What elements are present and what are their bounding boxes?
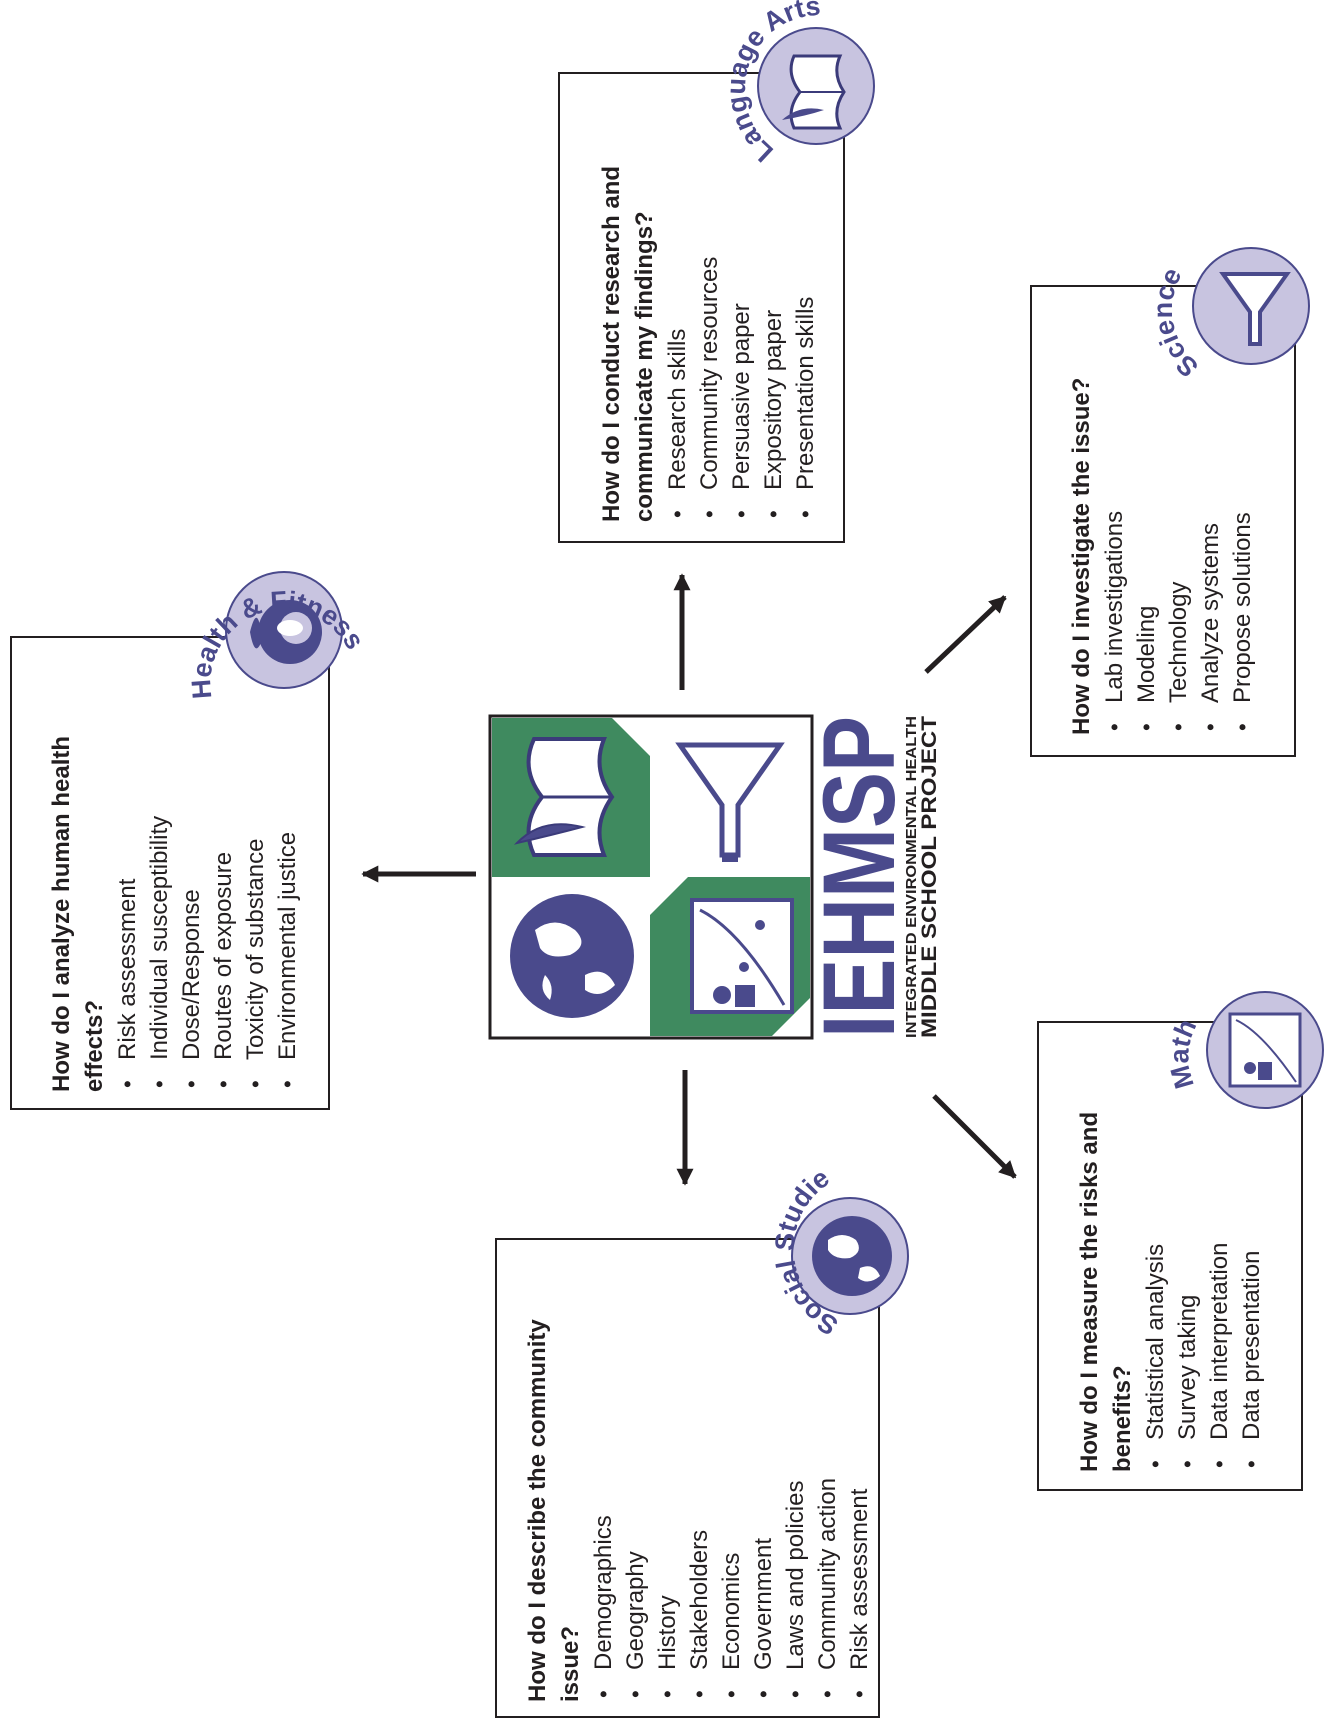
science-badge: Science <box>1148 247 1310 383</box>
health-fitness-badge: Health & Fitness <box>186 571 370 700</box>
arrow-to-science <box>924 595 1007 674</box>
logo-acronym: IEHMSP <box>802 716 916 1038</box>
math-badge: Math <box>1164 991 1324 1109</box>
social-studies-badge: Social Studies <box>0 0 909 1341</box>
logo-subtitle-line2: MIDDLE SCHOOL PROJECT <box>918 716 941 1038</box>
globe-icon <box>812 1216 892 1296</box>
arrow-to-math <box>932 1094 1017 1179</box>
flask-icon <box>1219 272 1291 346</box>
iehmsp-wordmark: IEHMSP INTEGRATED ENVIRONMENTAL HEALTH M… <box>802 716 941 1038</box>
logo-globe-icon <box>510 894 634 1018</box>
language-arts-badge: Language Arts <box>721 0 875 168</box>
math-label: Math <box>1164 1015 1202 1092</box>
chart-icon <box>1228 1012 1302 1088</box>
apple-icon <box>250 600 322 664</box>
logo-math-icon <box>690 898 794 1014</box>
book-icon <box>782 54 846 130</box>
center-logo <box>488 714 814 1040</box>
logo-subtitle-line1: INTEGRATED ENVIRONMENTAL HEALTH <box>903 716 920 1038</box>
logo-flask-icon <box>675 742 785 862</box>
logo-book-icon <box>513 737 615 857</box>
social-studies-label: Social Studies <box>0 0 843 1341</box>
